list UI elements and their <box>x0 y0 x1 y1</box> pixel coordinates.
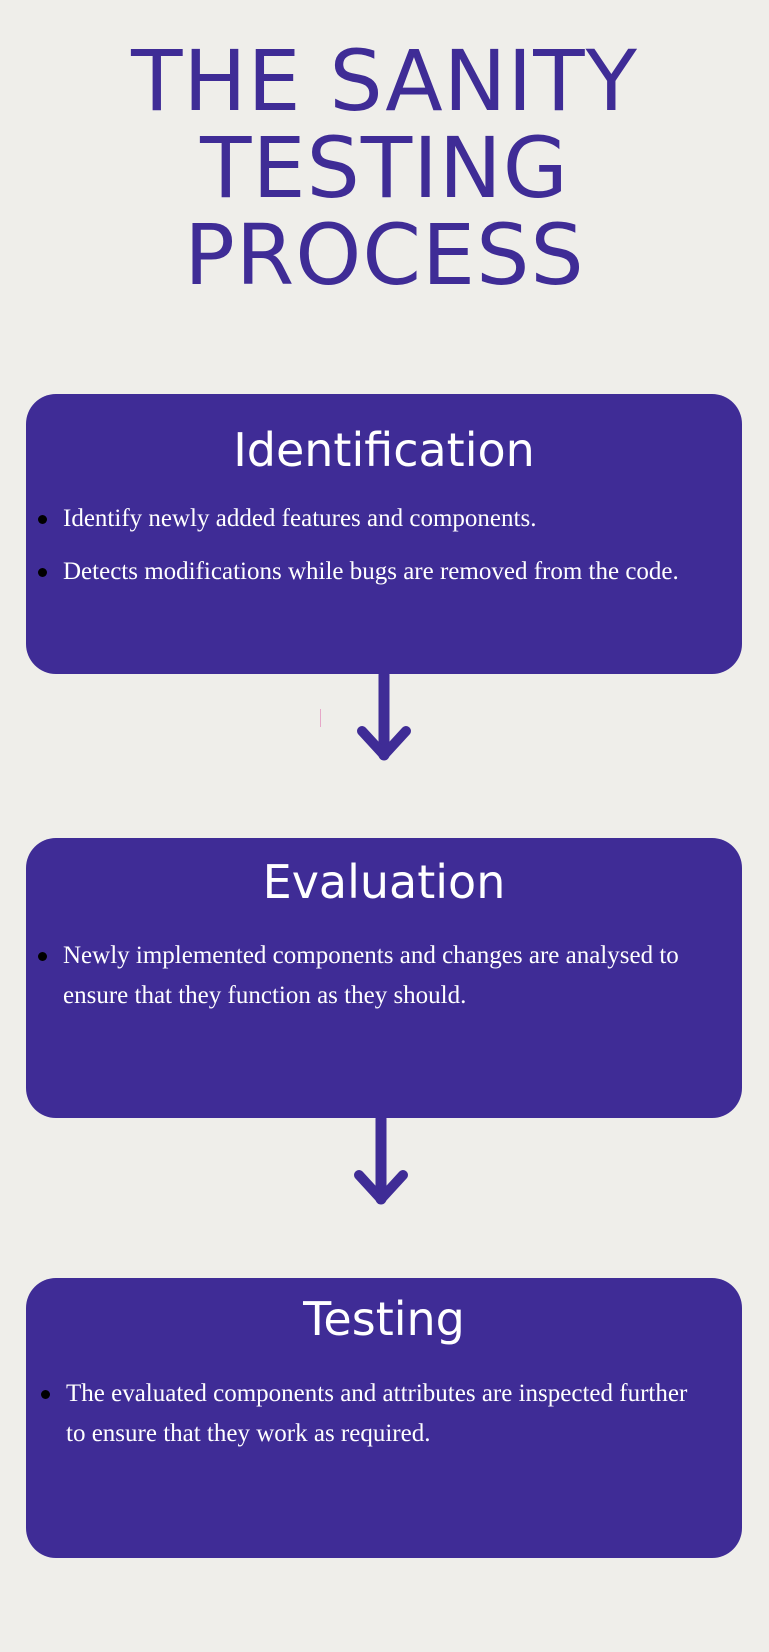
arrow-down-icon <box>354 1117 408 1205</box>
step-bullet-item: The evaluated components and attributes … <box>41 1374 702 1454</box>
arrow-down-icon <box>357 673 411 761</box>
divider-mark <box>320 709 321 727</box>
step-bullet-item: Detects modifications while bugs are rem… <box>38 552 722 592</box>
step-bullet-list: Identify newly added features and compon… <box>26 499 742 592</box>
step-bullet-item: Newly implemented components and changes… <box>38 936 720 1016</box>
step-card-identification: Identification Identify newly added feat… <box>26 394 742 674</box>
title-line-3: PROCESS <box>184 206 585 304</box>
step-card-testing: Testing The evaluated components and att… <box>26 1278 742 1558</box>
step-bullet-item: Identify newly added features and compon… <box>38 499 722 539</box>
step-card-evaluation: Evaluation Newly implemented components … <box>26 838 742 1118</box>
title-line-2: TESTING <box>200 119 569 217</box>
title-line-1: THE SANITY <box>131 32 638 130</box>
step-heading-testing: Testing <box>303 1292 465 1346</box>
step-bullet-list: Newly implemented components and changes… <box>26 936 742 1016</box>
step-heading-evaluation: Evaluation <box>262 855 506 909</box>
page-title: THE SANITY TESTING PROCESS <box>0 38 769 299</box>
step-heading-identification: Identification <box>233 423 535 477</box>
step-bullet-list: The evaluated components and attributes … <box>26 1374 742 1454</box>
